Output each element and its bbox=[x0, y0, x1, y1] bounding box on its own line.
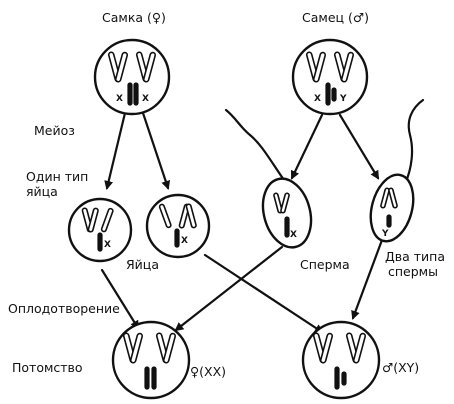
x-chromosome-label: X bbox=[104, 240, 111, 250]
egg-cell: X bbox=[145, 193, 211, 259]
two-sperm-types-label-line2: спермы bbox=[388, 264, 438, 279]
male-parent-cell: X Y bbox=[291, 38, 369, 116]
arrow-male-to-sperm-y bbox=[338, 113, 380, 180]
offspring-label: Потомство bbox=[12, 360, 83, 375]
male-offspring-genotype-label: ♂(XY) bbox=[382, 360, 420, 375]
meiosis-label: Мейоз bbox=[34, 123, 75, 138]
arrow-female-to-egg-2 bbox=[141, 111, 171, 190]
sex-chromosomes: X Y bbox=[314, 82, 347, 106]
arrow-sperm-x-to-female-offspring bbox=[174, 245, 284, 332]
two-sperm-types-label-line1: Два типа bbox=[385, 249, 446, 264]
egg-cell: X bbox=[67, 197, 133, 263]
chromosome-pair bbox=[305, 51, 355, 83]
one-egg-type-label-line2: яйца bbox=[26, 184, 58, 199]
female-parent-label: Самка (♀) bbox=[102, 10, 166, 25]
chromosome-pair bbox=[107, 51, 157, 83]
female-offspring-cell bbox=[111, 320, 191, 400]
y-chromosome-label: Y bbox=[381, 229, 389, 239]
eggs-label: Яйца bbox=[126, 257, 159, 272]
male-offspring-cell bbox=[301, 320, 381, 400]
x-chromosome-label: X bbox=[116, 94, 123, 104]
arrow-female-to-egg-1 bbox=[104, 111, 127, 190]
arrow-egg-to-male-offspring bbox=[203, 253, 324, 334]
x-chromosome-label: X bbox=[290, 230, 297, 240]
sperm-tail bbox=[403, 98, 425, 186]
sperm-tail bbox=[224, 108, 288, 185]
female-parent-cell: X X bbox=[93, 38, 171, 116]
arrow-male-to-sperm-x bbox=[290, 113, 324, 180]
fertilization-label: Оплодотворение bbox=[8, 301, 120, 316]
male-parent-label: Самец (♂) bbox=[302, 10, 369, 25]
arrow-sperm-y-to-male-offspring bbox=[351, 238, 384, 320]
x-chromosome-label: X bbox=[142, 94, 149, 104]
sperm-x: X bbox=[224, 108, 313, 249]
arrows bbox=[100, 111, 384, 334]
x-chromosome-label: X bbox=[181, 236, 188, 246]
arrow-egg-to-female-offspring bbox=[100, 268, 140, 330]
sperm-y: Y bbox=[369, 98, 425, 243]
y-chromosome-label: Y bbox=[339, 94, 347, 104]
sperm-label: Сперма bbox=[300, 257, 350, 272]
one-egg-type-label-line1: Один тип bbox=[26, 169, 89, 184]
female-offspring-genotype-label: ♀(XX) bbox=[190, 364, 227, 379]
sex-chromosomes: X X bbox=[116, 82, 149, 106]
x-chromosome-label: X bbox=[314, 94, 321, 104]
